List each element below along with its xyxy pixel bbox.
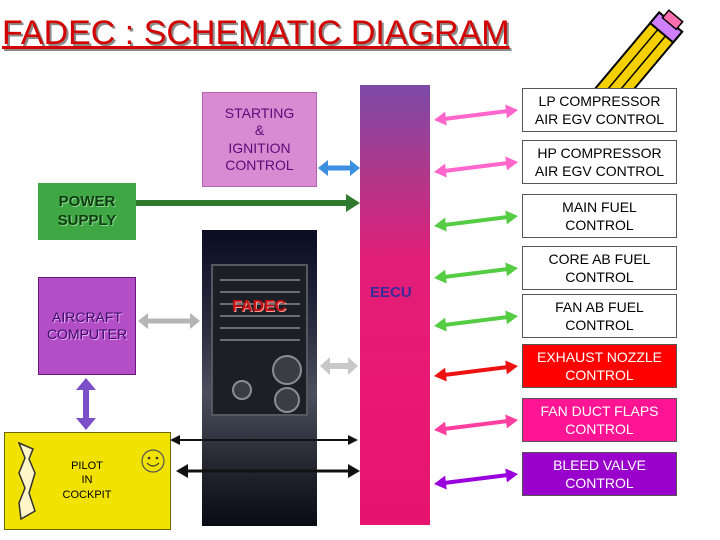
control-line: CONTROL	[225, 157, 294, 173]
fadec-unit-graphic	[211, 264, 308, 416]
aircraft-computer-box: AIRCRAFT COMPUTER	[38, 277, 136, 375]
scroll-icon	[17, 441, 36, 521]
output-control-line: FAN AB FUEL	[555, 298, 644, 315]
page-title: FADEC : SCHEMATIC DIAGRAM	[2, 14, 510, 52]
output-control-line: BLEED VALVE	[553, 456, 646, 473]
output-control-line: CONTROL	[565, 317, 634, 333]
output-arrows	[434, 104, 518, 490]
eecu-block	[360, 85, 430, 525]
pilot-line: PILOT	[71, 460, 103, 472]
aircraft-line: AIRCRAFT	[52, 308, 122, 325]
output-arrow	[434, 262, 518, 284]
output-control-box: EXHAUST NOZZLE CONTROL	[522, 344, 677, 388]
output-control-box: BLEED VALVE CONTROL	[522, 452, 677, 496]
output-control-line: CONTROL	[565, 367, 634, 383]
output-control-line: CONTROL	[565, 269, 634, 285]
output-arrow	[434, 468, 518, 490]
fadec-eecu-arrow	[320, 357, 358, 375]
output-control-box: FAN DUCT FLAPS CONTROL	[522, 398, 677, 442]
output-control-box: HP COMPRESSOR AIR EGV CONTROL	[522, 140, 677, 184]
power-line: POWER	[58, 192, 116, 210]
ignition-line: IGNITION	[228, 139, 291, 156]
fadec-label: FADEC	[232, 298, 287, 315]
output-control-box: FAN AB FUEL CONTROL	[522, 294, 677, 338]
output-arrow	[434, 104, 518, 126]
computer-line: COMPUTER	[46, 326, 128, 342]
output-control-line: AIR EGV CONTROL	[534, 111, 665, 127]
output-control-box: LP COMPRESSOR AIR EGV CONTROL	[522, 88, 677, 132]
output-arrow	[434, 360, 518, 382]
output-arrow	[434, 156, 518, 178]
starting-line: STARTING	[224, 104, 295, 121]
power-eecu-arrow	[136, 194, 360, 212]
output-control-box: MAIN FUEL CONTROL	[522, 194, 677, 238]
output-control-line: CONTROL	[565, 475, 634, 491]
smiley-face-icon	[141, 449, 165, 473]
output-control-line: CONTROL	[565, 217, 634, 233]
output-control-line: CORE AB FUEL	[548, 250, 651, 267]
output-control-line: CONTROL	[565, 421, 634, 437]
output-control-line: HP COMPRESSOR	[537, 144, 662, 161]
aircraft-pilot-arrow	[76, 378, 96, 430]
output-control-line: LP COMPRESSOR	[538, 92, 661, 109]
supply-line: SUPPLY	[57, 211, 117, 229]
output-control-box: CORE AB FUEL CONTROL	[522, 246, 677, 290]
starting-eecu-arrow	[318, 160, 360, 176]
fadec-unit-image	[202, 230, 317, 526]
aircraft-fadec-arrow	[138, 313, 200, 329]
output-control-line: FAN DUCT FLAPS	[540, 402, 659, 419]
output-arrow	[434, 414, 518, 436]
output-arrow	[434, 210, 518, 232]
ampersand-line: &	[254, 122, 265, 138]
in-line: IN	[81, 474, 93, 487]
output-control-line: AIR EGV CONTROL	[534, 163, 665, 179]
power-supply-box: POWER SUPPLY	[38, 183, 136, 240]
eecu-label: EECU	[370, 284, 412, 301]
output-control-line: MAIN FUEL	[562, 198, 637, 215]
output-arrow	[434, 310, 518, 332]
pilot-label: PILOT IN COCKPIT	[57, 459, 117, 502]
output-control-line: EXHAUST NOZZLE	[537, 348, 662, 365]
pilot-cockpit-box: PILOT IN COCKPIT	[4, 432, 171, 530]
cockpit-line: COCKPIT	[62, 488, 112, 501]
pilot-eecu-arrow	[170, 435, 360, 478]
starting-ignition-control-box: STARTING & IGNITION CONTROL	[202, 92, 317, 187]
